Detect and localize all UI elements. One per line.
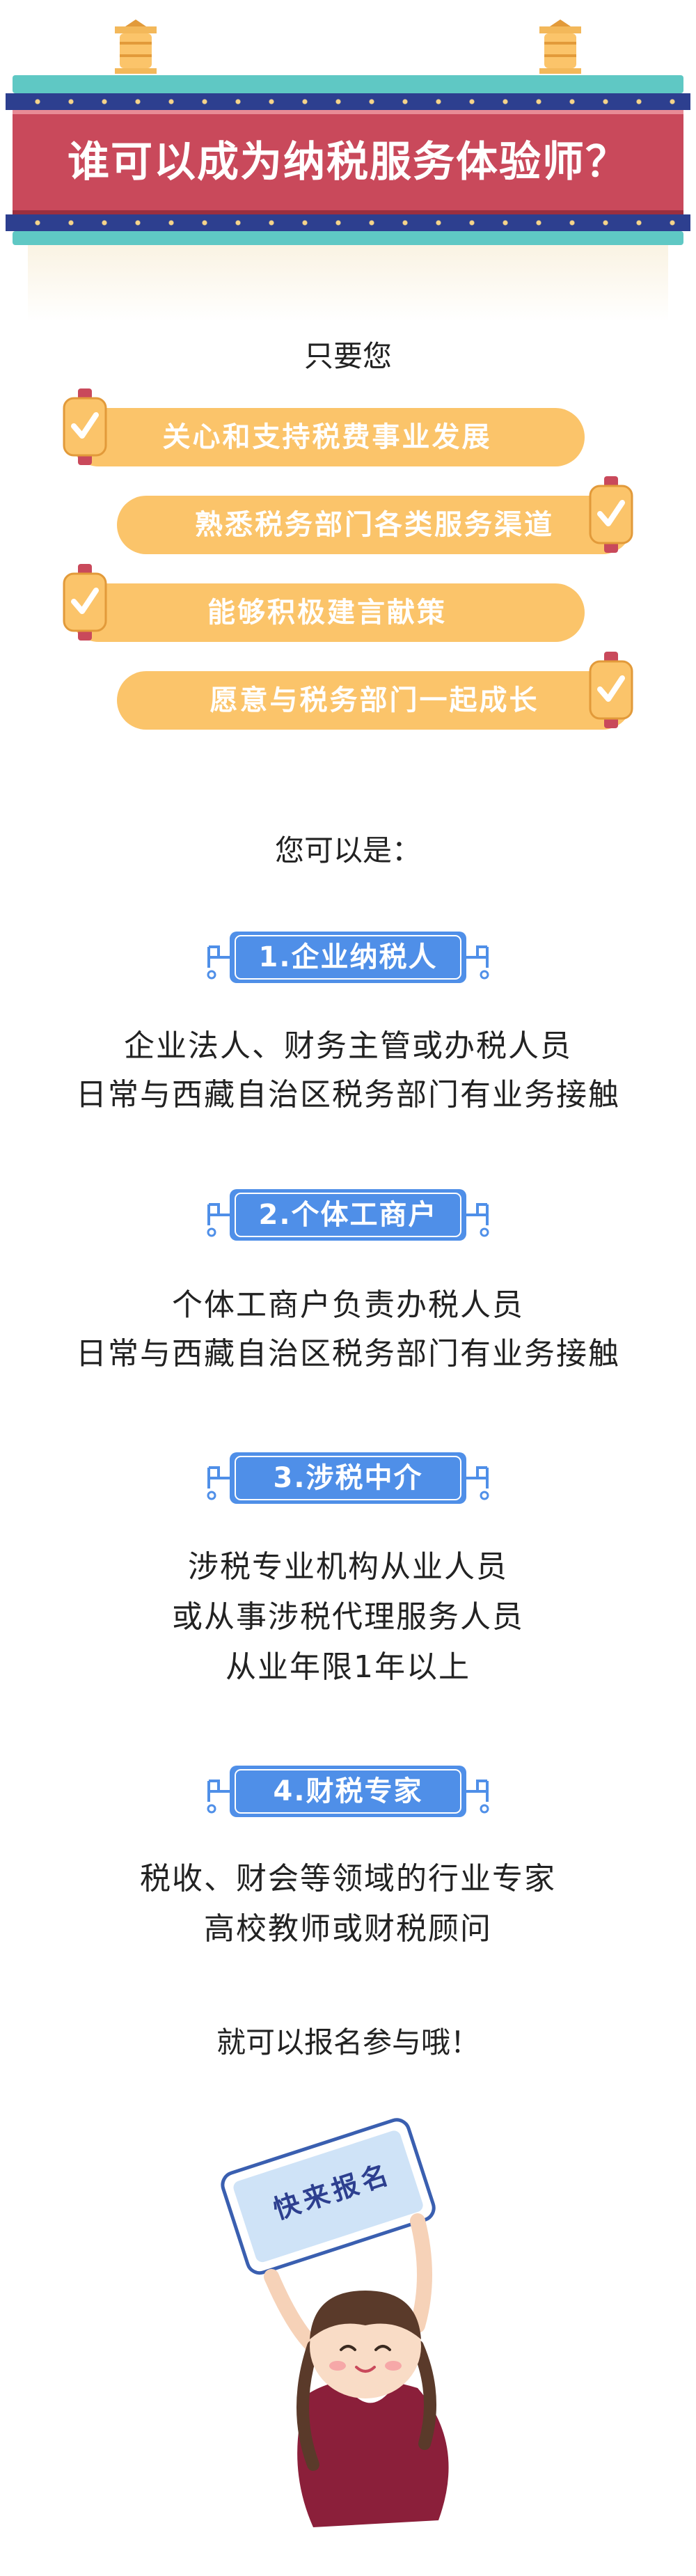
category-line: 企业法人、财务主管或办税人员 xyxy=(124,1028,572,1064)
category-title: 2.个体工商户 xyxy=(258,1199,438,1231)
checkmark-icon xyxy=(63,388,107,465)
requirement-text: 愿意与税务部门一起成长 xyxy=(209,684,539,716)
banner-beam xyxy=(13,231,683,245)
category-title-badge: 3.涉税中介 xyxy=(202,1447,494,1509)
section-heading: 您可以是： xyxy=(274,833,421,867)
category-line: 日常与西藏自治区税务部门有业务接触 xyxy=(76,1336,620,1372)
title-board: 谁可以成为纳税服务体验师？ xyxy=(13,110,683,214)
requirement-pill: 关心和支持税费事业发展 xyxy=(70,408,585,466)
page-title: 谁可以成为纳税服务体验师？ xyxy=(68,138,628,187)
girl-holding-sign-illustration xyxy=(221,2118,449,2527)
category-line: 涉税专业机构从业人员 xyxy=(188,1549,508,1585)
category-line: 税收、财会等领域的行业专家 xyxy=(140,1861,556,1896)
ornament-frame-icon xyxy=(207,932,489,983)
intro-label: 只要您 xyxy=(303,339,392,373)
category-line: 从业年限1年以上 xyxy=(226,1649,470,1685)
checkmark-icon xyxy=(589,652,633,728)
requirement-pill: 熟悉税务部门各类服务渠道 xyxy=(117,496,632,554)
category-title-badge: 4.财税专家 xyxy=(202,1760,494,1823)
category-title-badge: 1.企业纳税人 xyxy=(202,926,494,989)
requirement-text: 能够积极建言献策 xyxy=(207,597,447,629)
category-line: 高校教师或财税顾问 xyxy=(204,1911,492,1947)
category-title: 3.涉税中介 xyxy=(273,1462,423,1494)
requirement-text: 关心和支持税费事业发展 xyxy=(162,421,492,453)
banner-beam xyxy=(13,75,683,93)
category-title-badge: 2.个体工商户 xyxy=(202,1184,494,1246)
banner-dots xyxy=(21,99,675,104)
lantern-icon xyxy=(539,19,581,74)
ornament-frame-icon xyxy=(207,1189,489,1241)
category-line: 个体工商户负责办税人员 xyxy=(172,1287,524,1323)
title-banner: 谁可以成为纳税服务体验师？ xyxy=(0,0,696,334)
requirement-pill: 能够积极建言献策 xyxy=(70,583,585,642)
closing-text: 就可以报名参与哦！ xyxy=(216,2025,480,2059)
banner-glow xyxy=(28,245,668,322)
banner-dots xyxy=(21,220,675,226)
checkmark-icon xyxy=(63,564,107,641)
category-title: 1.企业纳税人 xyxy=(258,941,438,973)
category-line: 日常与西藏自治区税务部门有业务接触 xyxy=(76,1077,620,1113)
lantern-icon xyxy=(115,19,157,74)
ornament-frame-icon xyxy=(207,1452,489,1504)
requirement-pill: 愿意与税务部门一起成长 xyxy=(117,671,632,730)
category-line: 或从事涉税代理服务人员 xyxy=(172,1599,524,1635)
ornament-frame-icon xyxy=(207,1766,489,1817)
checkmark-icon xyxy=(589,476,633,553)
category-title: 4.财税专家 xyxy=(273,1775,423,1807)
requirement-text: 熟悉税务部门各类服务渠道 xyxy=(195,509,554,541)
